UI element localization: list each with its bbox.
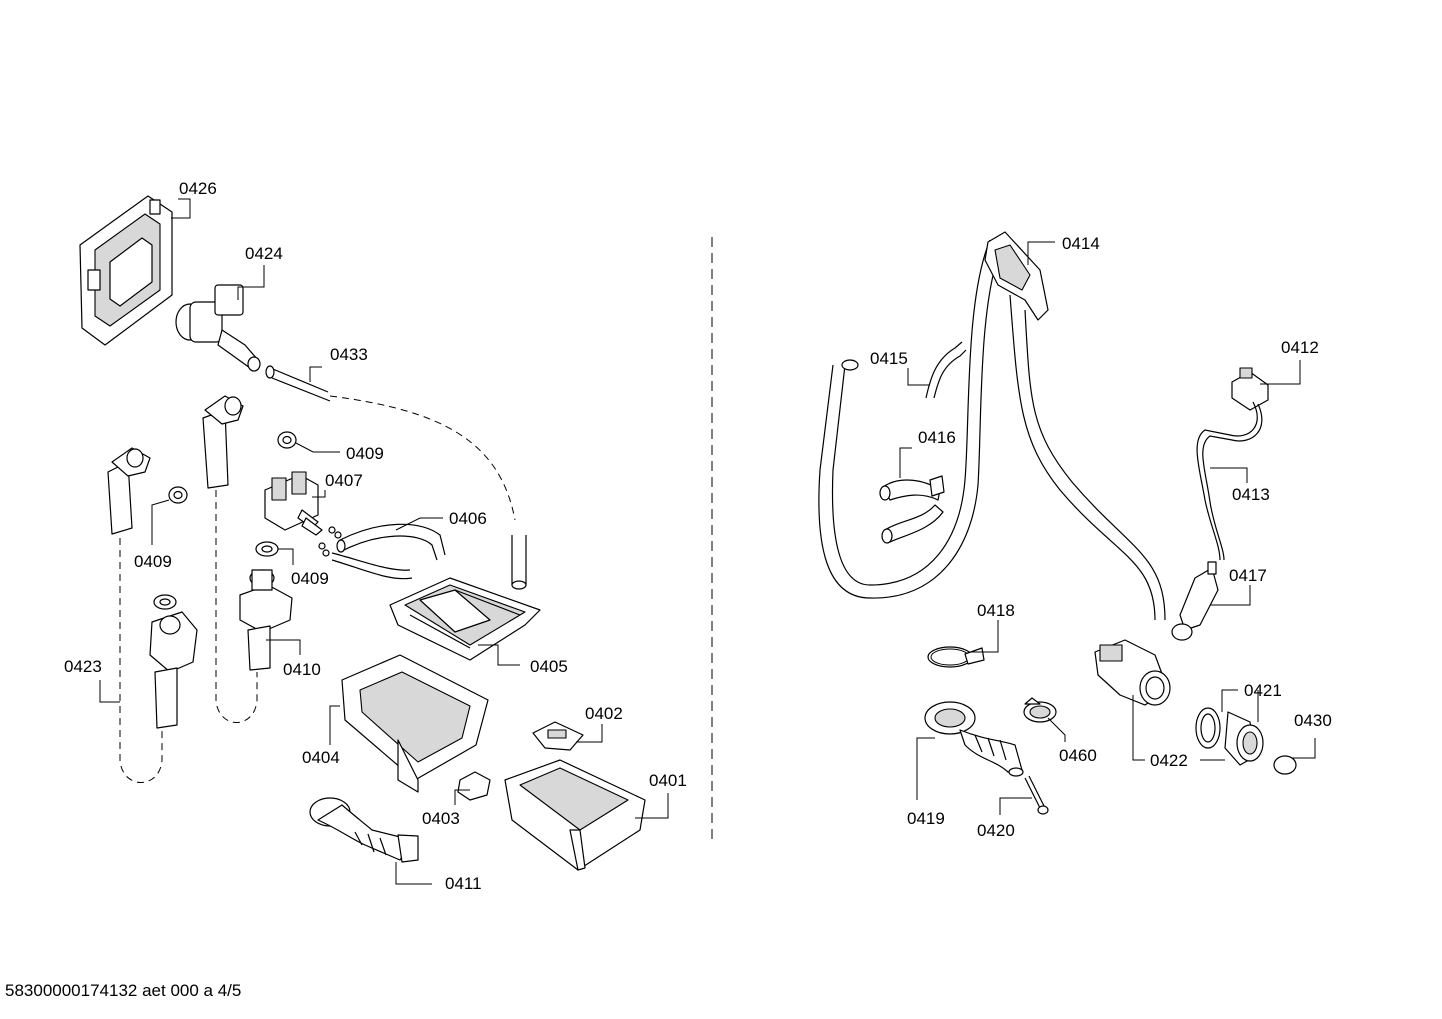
- part-hose-set-0406[interactable]: [331, 523, 446, 580]
- label-0422: 0422: [1150, 751, 1188, 770]
- label-0460: 0460: [1059, 746, 1097, 765]
- label-0402: 0402: [585, 704, 623, 723]
- label-0403: 0403: [422, 809, 460, 828]
- label-0404: 0404: [302, 748, 340, 767]
- part-air-trap-0417[interactable]: [1171, 561, 1219, 641]
- part-drain-hose-right[interactable]: [202, 395, 244, 489]
- part-drain-hose-left[interactable]: [107, 447, 151, 535]
- part-drain-hose-right-lower[interactable]: [239, 569, 293, 671]
- label-0418: 0418: [977, 601, 1015, 620]
- label-0417: 0417: [1229, 566, 1267, 585]
- part-flap-0402[interactable]: [532, 721, 584, 751]
- part-washer-mid[interactable]: [255, 541, 279, 557]
- part-clip-0403[interactable]: [457, 771, 491, 801]
- part-bellows-hose-0411[interactable]: [309, 797, 419, 863]
- part-solenoid-valve[interactable]: [264, 471, 323, 536]
- part-drain-hose-mid[interactable]: [149, 611, 198, 729]
- label-0412: 0412: [1281, 338, 1319, 357]
- part-clamp-0460[interactable]: [1023, 697, 1057, 723]
- part-main-hose-0414[interactable]: [818, 231, 1166, 621]
- label-0421: 0421: [1244, 681, 1282, 700]
- part-sump-hose-0419[interactable]: [924, 701, 1024, 777]
- label-0424: 0424: [245, 244, 283, 263]
- label-0410: 0410: [283, 660, 321, 679]
- part-inlet-valve[interactable]: [175, 284, 261, 372]
- part-washer-top[interactable]: [277, 431, 297, 449]
- document-code: 58300000174132 aet 000 a 4/5: [5, 981, 242, 1000]
- label-0405: 0405: [530, 657, 568, 676]
- part-pressure-tube-0413[interactable]: [1196, 401, 1263, 561]
- part-small-clips[interactable]: [318, 526, 342, 557]
- label-0413: 0413: [1232, 485, 1270, 504]
- label-0433: 0433: [330, 345, 368, 364]
- part-mounting-frame[interactable]: [79, 195, 173, 346]
- part-washer-low[interactable]: [153, 594, 177, 610]
- part-seal-0430[interactable]: [1273, 755, 1297, 775]
- part-screw-0420[interactable]: [1024, 775, 1049, 815]
- label-0416: 0416: [918, 428, 956, 447]
- part-drain-pump-0422[interactable]: [1094, 639, 1171, 706]
- part-small-hose-0415[interactable]: [925, 341, 967, 399]
- label-0406: 0406: [449, 509, 487, 528]
- label-0423: 0423: [64, 657, 102, 676]
- part-filter-0421[interactable]: [1195, 707, 1264, 766]
- label-0430: 0430: [1294, 711, 1332, 730]
- label-0419: 0419: [907, 809, 945, 828]
- part-washer-left[interactable]: [168, 486, 188, 504]
- part-hose-0433[interactable]: [265, 365, 331, 402]
- label-0409-left: 0409: [134, 552, 172, 571]
- part-clamp-ring-0418[interactable]: [927, 646, 985, 668]
- label-0407: 0407: [325, 471, 363, 490]
- part-dispenser-drawer[interactable]: [504, 759, 646, 871]
- label-0415: 0415: [870, 349, 908, 368]
- label-0409-mid: 0409: [291, 569, 329, 588]
- label-0411: 0411: [445, 874, 482, 893]
- part-dispenser-housing[interactable]: [341, 654, 489, 793]
- part-y-connector-0416[interactable]: [879, 475, 945, 544]
- label-0414: 0414: [1062, 234, 1100, 253]
- label-0420: 0420: [977, 821, 1015, 840]
- label-0409-top: 0409: [346, 444, 384, 463]
- label-0426: 0426: [179, 179, 217, 198]
- label-0401: 0401: [649, 771, 687, 790]
- part-dispenser-top[interactable]: [389, 577, 541, 661]
- part-pressure-switch[interactable]: [1231, 367, 1269, 411]
